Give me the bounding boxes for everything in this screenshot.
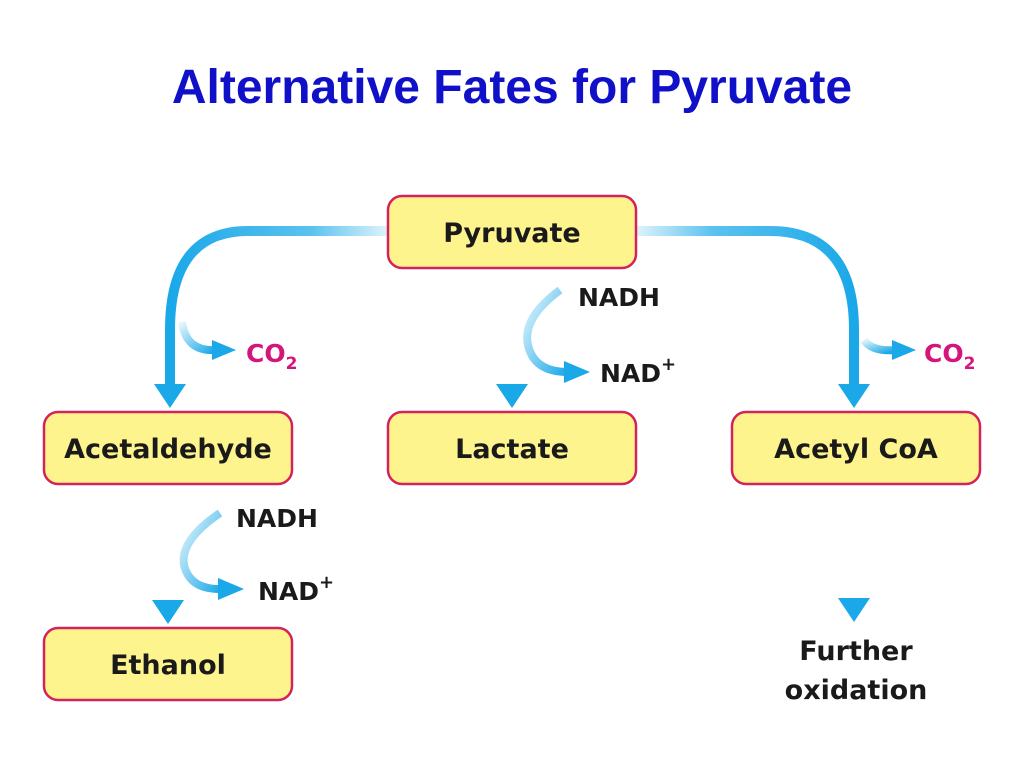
- node-ethanol: Ethanol: [42, 626, 294, 702]
- co2-label-right: CO2: [924, 339, 975, 374]
- arrow-pyruvate-to-acetyl-coa: [636, 226, 870, 408]
- node-acetyl-coa: Acetyl CoA: [730, 410, 982, 486]
- nadh-curve-arrow-center: [523, 286, 590, 383]
- arrow-pyruvate-to-lactate: [496, 270, 528, 408]
- page-title: Alternative Fates for Pyruvate: [171, 61, 853, 114]
- node-pyruvate-label: Pyruvate: [443, 218, 580, 249]
- arrow-acetaldehyde-to-ethanol: [152, 486, 184, 624]
- further-oxidation-line1: Further: [799, 636, 913, 667]
- nadh-curve-arrow-left: [179, 509, 244, 600]
- co2-side-arrow-right: [860, 337, 916, 360]
- nad-label-center: NAD+: [600, 354, 676, 388]
- nadh-label-left: NADH: [236, 504, 318, 533]
- co2-label-left: CO2: [246, 339, 297, 374]
- nadh-label-center: NADH: [578, 283, 660, 312]
- arrow-acetyl-coa-to-oxidation: [838, 486, 870, 622]
- node-ethanol-label: Ethanol: [110, 650, 226, 681]
- node-pyruvate: Pyruvate: [386, 194, 638, 270]
- nad-label-left: NAD+: [258, 572, 334, 606]
- node-lactate: Lactate: [386, 410, 638, 486]
- co2-side-arrow-left: [178, 321, 236, 360]
- further-oxidation-line2: oxidation: [785, 675, 928, 706]
- node-lactate-label: Lactate: [455, 434, 569, 465]
- arrow-pyruvate-to-acetaldehyde: [154, 226, 388, 408]
- node-acetyl-coa-label: Acetyl CoA: [774, 434, 938, 465]
- node-acetaldehyde: Acetaldehyde: [42, 410, 294, 486]
- node-acetaldehyde-label: Acetaldehyde: [64, 434, 272, 465]
